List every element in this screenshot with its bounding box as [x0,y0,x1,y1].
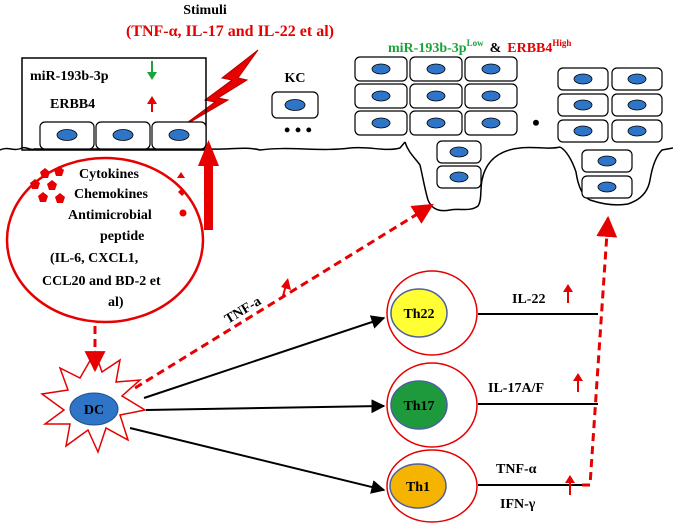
keratinocyte-cell [271,91,319,119]
mediator-line: Cytokines [79,167,139,182]
cytokine-particles-icon [30,166,65,203]
mediator-line: (IL-6, CXCL1, [50,251,138,266]
il17-up-arrow-icon [573,373,583,392]
inset-cell [151,121,207,150]
dc-to-th1-arrow [129,427,386,494]
stimuli-label: Stimuli [183,3,227,18]
chemokine-marker-diamond-icon [178,188,186,196]
inset-erbb4-label: ERBB4 [50,97,95,112]
th1-up-arrow-icon [565,475,575,495]
th22-cytokine: IL-22 [512,292,545,307]
psoriatic-epidermis-outline-2 [559,146,673,206]
dendritic-cell-body [69,392,119,426]
dc-to-th22-arrow [143,315,386,399]
tnf-a-up-arrow-icon [281,278,291,297]
th17-cell [386,362,478,448]
il22-up-arrow-icon [563,284,573,303]
tcell-to-epidermis-dashed-arrow [582,215,618,487]
inset-cell [39,121,95,150]
peptide-marker-dot-icon [179,209,187,217]
separator-dot: • [532,110,540,135]
psoriatic-cell-group-1 [354,56,518,189]
inset-cell [95,121,151,150]
mediator-line: Chemokines [74,187,148,202]
th17-label: Th17 [403,399,434,414]
dc-to-epidermis-dashed-arrow [134,203,434,390]
th1-cytokine-ifn: IFN-γ [500,497,536,512]
stimuli-items: (TNF-α, IL-17 and IL-22 et al) [126,23,334,40]
mediators-ellipse [5,156,205,324]
mediator-line: al) [108,295,124,310]
mediator-line: peptide [100,229,144,244]
psoriasis-header: miR-193b-3pLow&ERBB4High [388,38,571,56]
dc-label: DC [84,403,104,418]
dc-to-th17-arrow [145,399,386,414]
cytokine-marker-triangle-icon [177,172,185,178]
mediator-line: Antimicrobial [68,208,152,223]
th22-label: Th22 [403,307,434,322]
mirna-down-arrow-icon [147,61,157,80]
psoriatic-cell-group-2 [557,67,663,199]
th1-cytokine-tnf: TNF-α [496,462,537,477]
lightning-bolt-icon [179,49,259,129]
th1-label: Th1 [406,480,430,495]
normal-skin-inset [21,57,207,151]
inset-mirna-label: miR-193b-3p [30,69,109,84]
th17-cytokine: IL-17A/F [488,381,544,396]
th22-cell [386,270,478,356]
big-red-up-arrow-icon [198,140,219,230]
th1-cell [386,449,478,523]
erbb4-up-arrow-icon [147,96,157,112]
psoriatic-epidermis-outline [404,141,561,212]
kc-label: KC [285,71,306,86]
ellipsis-dots: • • • [284,120,312,140]
mediator-line: CCL20 and BD-2 et [42,274,161,289]
